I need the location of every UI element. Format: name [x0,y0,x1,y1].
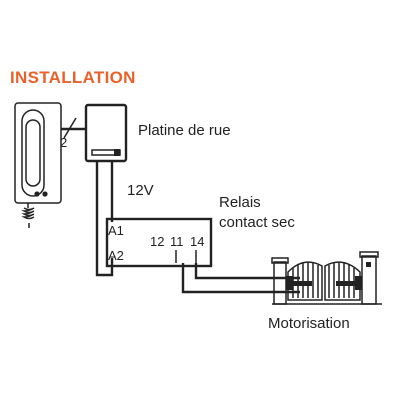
door-station-icon [84,103,128,163]
terminal-12-label: 12 [150,234,164,249]
motorized-gate-icon [271,251,382,305]
diagram-title: INSTALLATION [10,68,136,87]
platine-label: Platine de rue [138,122,231,139]
relay-box-icon [105,217,213,268]
terminal-11-label: 11 [170,234,184,249]
wire-count-slash [63,117,77,139]
wire-contact-11 [181,263,300,294]
wire-count-label: 2 [60,135,67,150]
motorisation-label: Motorisation [268,315,350,332]
terminal-a1-label: A1 [108,223,124,238]
terminal-14-label: 14 [190,234,204,249]
voltage-label: 12V [127,182,154,199]
relais-label-line1: Relais [219,194,261,211]
relais-label-line2: contact sec [219,214,295,231]
intercom-handset-icon [14,102,62,228]
wire-contact-14 [194,263,300,280]
terminal-a2-label: A2 [108,248,124,263]
